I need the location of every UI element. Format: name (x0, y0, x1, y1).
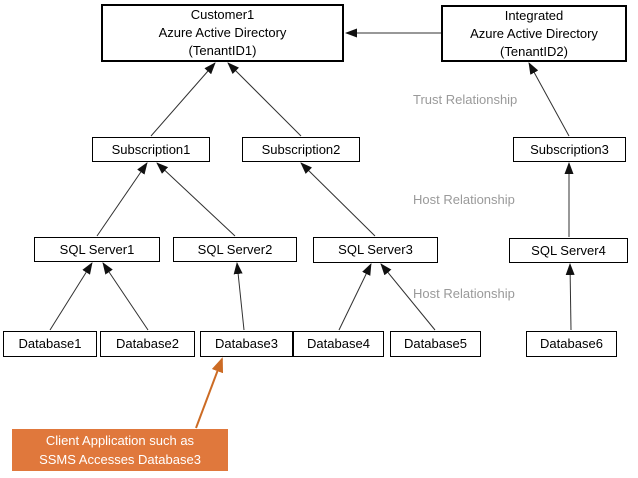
node-customer1-azure-active-directory: Customer1 Azure Active Directory (Tenant… (101, 4, 344, 62)
arrow-database4-to-sqlserver3 (338, 263, 372, 331)
node-database4: Database4 (293, 331, 384, 357)
node-database1: Database1 (3, 331, 97, 357)
node-database3: Database3 (200, 331, 293, 357)
label-host-relationship-upper: Host Relationship (413, 192, 515, 207)
node-integrated-azure-active-directory: Integrated Azure Active Directory (Tenan… (441, 5, 627, 62)
arrow-database3-to-sqlserver2 (233, 262, 245, 331)
node-sql-server2: SQL Server2 (173, 237, 297, 262)
node-database6: Database6 (526, 331, 617, 357)
label-host-relationship-lower: Host Relationship (413, 286, 515, 301)
node-subscription2: Subscription2 (242, 137, 360, 162)
node-subscription3: Subscription3 (513, 137, 626, 162)
arrow-subscription2-to-customer1_aad (227, 62, 302, 137)
arrow-database6-to-sqlserver4 (565, 263, 575, 331)
arrow-subscription3-to-integrated_aad (528, 62, 570, 137)
node-sql-server4: SQL Server4 (509, 238, 628, 263)
node-database2: Database2 (100, 331, 195, 357)
node-sql-server1: SQL Server1 (34, 237, 160, 262)
arrow-sqlserver1-to-subscription1 (96, 162, 148, 237)
arrow-sqlserver2-to-subscription1 (156, 162, 236, 237)
node-subscription1: Subscription1 (92, 137, 210, 162)
callout-client-application: Client Application such as SSMS Accesses… (12, 429, 228, 471)
node-sql-server3: SQL Server3 (313, 237, 438, 263)
arrow-client_callout-to-database3 (195, 357, 224, 429)
label-trust-relationship: Trust Relationship (413, 92, 518, 107)
node-database5: Database5 (390, 331, 481, 357)
arrow-subscription1-to-customer1_aad (150, 62, 216, 137)
arrow-database1-to-sqlserver1 (49, 262, 93, 331)
arrow-database2-to-sqlserver1 (102, 262, 149, 331)
arrow-sqlserver3-to-subscription2 (300, 162, 376, 237)
